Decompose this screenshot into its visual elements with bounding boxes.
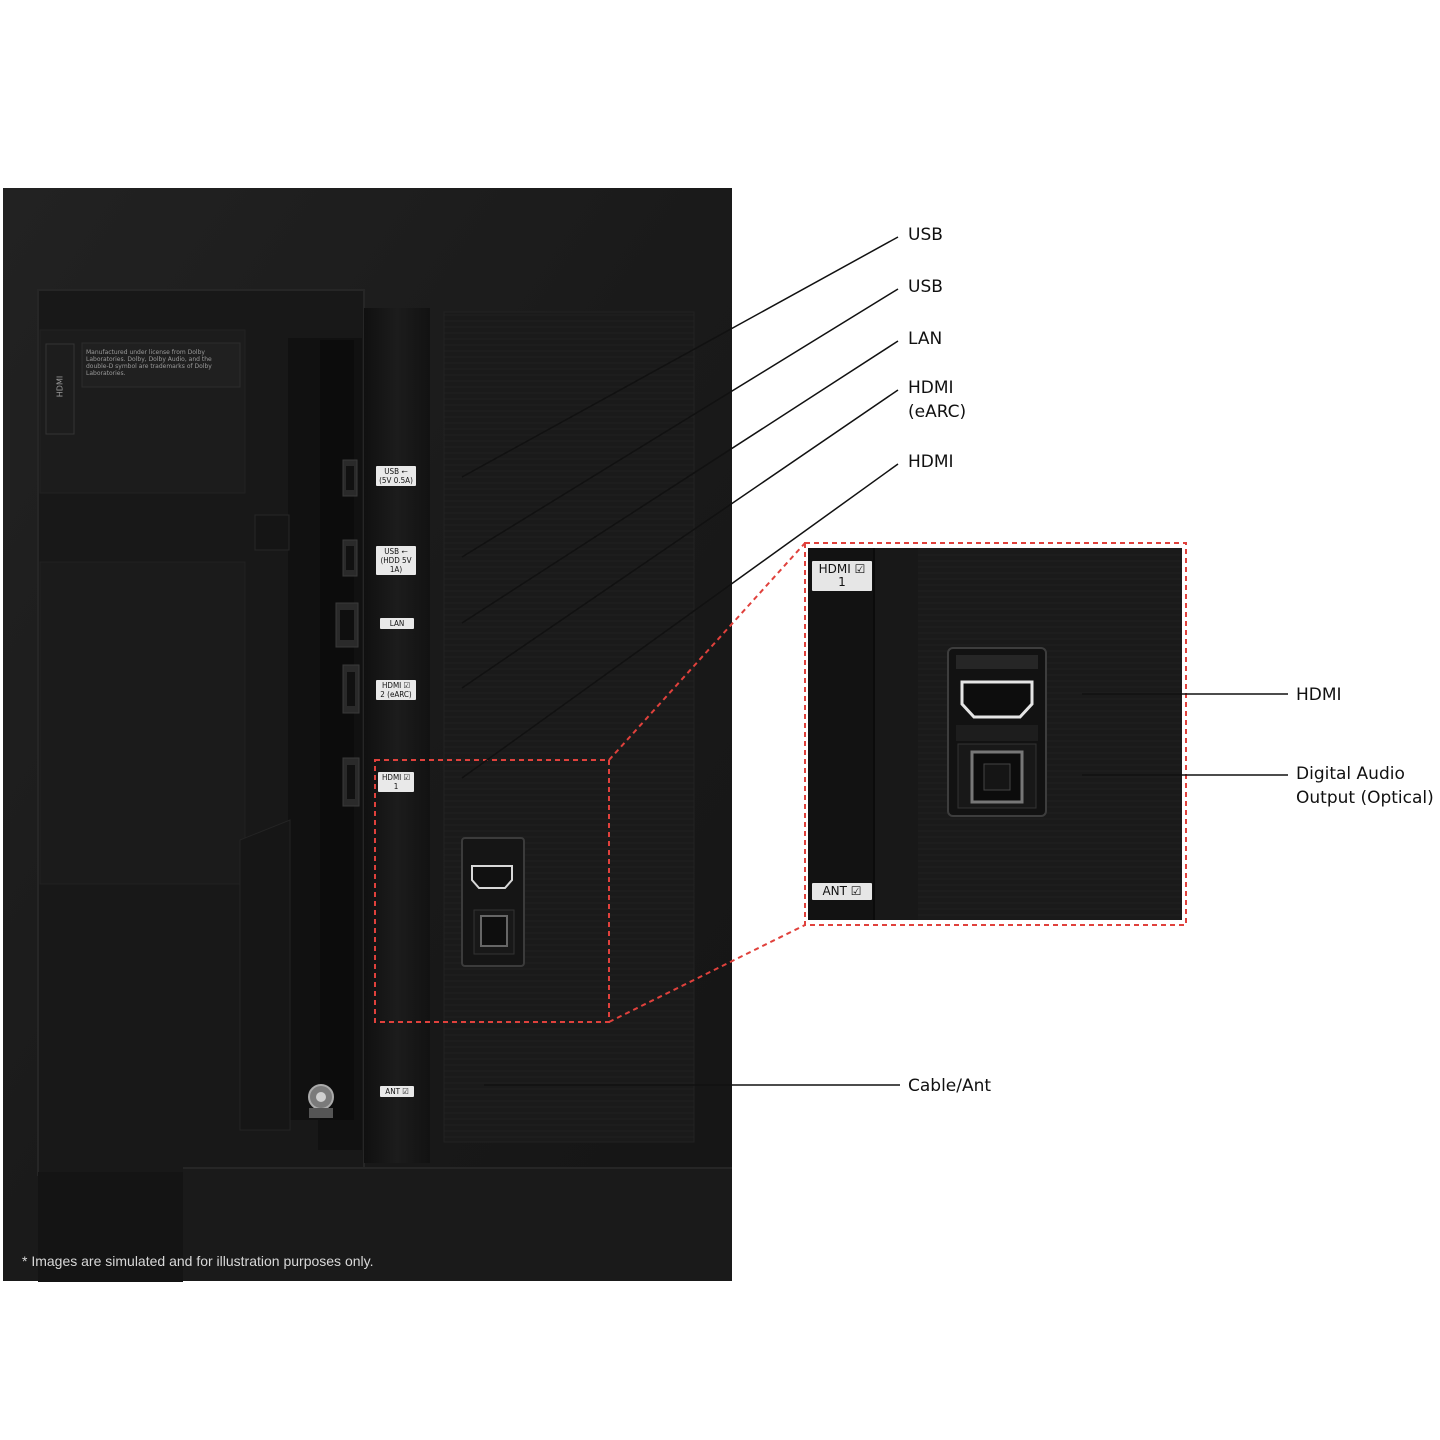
coax-ant-port [308,1084,334,1118]
callout-digital-audio: Digital Audio Output (Optical) [1296,762,1434,810]
port-label-usb-1-line1: USB ⭠ [384,467,408,476]
channel-rail [320,340,354,1120]
port-label-ant-text: ANT ☑ [385,1087,409,1096]
zoom-inset [808,548,1182,920]
bottom-stand-left [38,1172,183,1282]
port-label-usb-2-line1: USB ⭠ [384,547,408,556]
dolby-sticker-text: Manufactured under license from Dolby La… [86,349,212,377]
port-label-usb-1: USB ⭠ (5V 0.5A) [376,466,416,486]
hdmi-side-mark [45,343,75,435]
hdmi-side-mark-text: HDMI [55,375,65,398]
callout-zoom-hdmi: HDMI [1296,685,1342,705]
port-label-usb-1-line2: (5V 0.5A) [379,476,413,485]
port-label-lan: LAN [380,618,414,629]
port-label-hdmi-2: HDMI ☑ 2 (eARC) [376,680,416,700]
port-label-usb-2-line2: (HDD 5V 1A) [380,556,412,574]
callout-line-usb-1 [461,236,899,478]
hdmi-port-2 [342,664,360,714]
port-label-usb-2: USB ⭠ (HDD 5V 1A) [376,546,416,575]
usb-port-2 [342,539,358,577]
bottom-stand [183,1168,732,1281]
zoom-label-hdmi-1: HDMI ☑ 1 [812,561,872,591]
connector-strip [364,308,430,1163]
highlight-box-source [374,759,610,1023]
callout-digital-audio-line2: Output (Optical) [1296,788,1434,808]
zoom-connector-top [608,542,806,761]
callout-hdmi-earc-line1: HDMI [908,378,954,398]
bracket-upper [254,514,290,551]
port-label-hdmi-1-line2: 1 [393,782,399,791]
zoom-connector-bottom [608,924,806,1023]
callout-line-usb-2 [461,288,899,558]
callout-line-lan [461,340,899,624]
dolby-sticker [81,342,241,388]
port-label-hdmi-2-line1: HDMI ☑ [381,681,411,690]
bracket-lower [239,819,291,1131]
connector-cover [443,311,695,1143]
usb-port-1 [342,459,358,497]
callout-line-hdmi [461,463,899,779]
port-label-hdmi-1: HDMI ☑ 1 [378,772,414,792]
port-label-hdmi-1-line1: HDMI ☑ [381,773,411,782]
port-label-lan-text: LAN [389,619,405,628]
callout-usb-1: USB [908,225,943,245]
callout-lan: LAN [908,329,943,349]
hdmi-port-small [461,837,525,967]
port-label-hdmi-2-line2: 2 (eARC) [380,690,412,699]
callout-usb-2: USB [908,277,943,297]
port-label-ant: ANT ☑ [380,1086,414,1097]
zoom-label-hdmi-1-line2: 1 [838,575,846,589]
inner-panel-mid [39,561,246,885]
highlight-box-zoom [804,542,1187,926]
lan-port [335,602,359,648]
callout-cable-ant: Cable/Ant [908,1076,992,1096]
callout-line-hdmi-earc [461,389,899,689]
callout-hdmi-earc: HDMI (eARC) [908,376,966,424]
zoom-label-hdmi-1-line1: HDMI ☑ [818,562,866,576]
callout-digital-audio-line1: Digital Audio [1296,764,1405,784]
hdmi-port-1 [342,757,360,807]
zoom-label-ant: ANT ☑ [812,883,872,900]
disclaimer-text: * Images are simulated and for illustrat… [22,1253,374,1269]
callout-hdmi: HDMI [908,452,954,472]
callout-hdmi-earc-line2: (eARC) [908,402,967,422]
zoom-label-ant-text: ANT ☑ [822,884,862,898]
